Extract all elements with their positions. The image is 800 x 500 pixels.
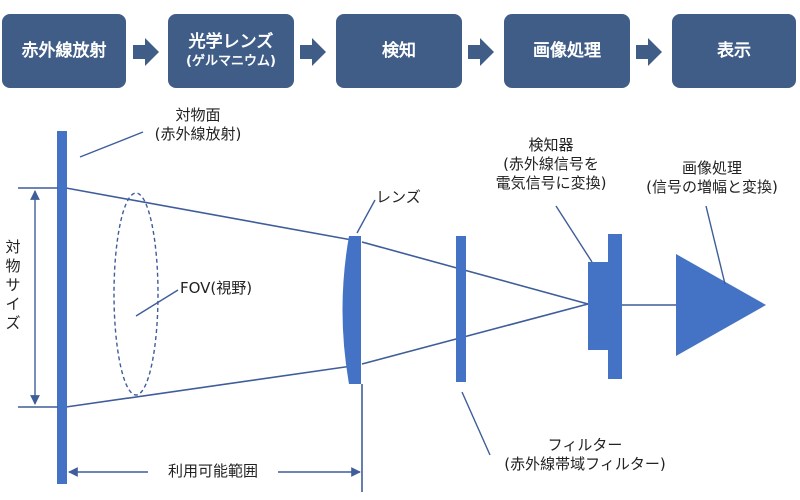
fov-ellipse [113,192,159,396]
ray-bottom-object-to-lens [65,365,353,408]
image-processing-label: 画像処理 (信号の増幅と変換) [646,159,778,196]
flow-step-label: 画像処理 [533,41,601,61]
lens-label: レンズ [376,188,421,206]
flow-arrow-icon [133,38,159,66]
object-size-label: 対物サイズ [5,238,21,332]
flow-step-label: 検知 [382,41,416,61]
flow-step-label: 光学レンズ [188,32,274,52]
flow-arrow-icon [468,38,494,66]
leader-detector [555,205,593,263]
filter [456,236,466,382]
flow-step-optical-lens: 光学レンズ (ゲルマニウム) [168,14,294,88]
flow-step-sublabel: (ゲルマニウム) [186,54,276,69]
flow-step-image-processing: 画像処理 [504,14,630,88]
leader-filter [461,391,491,456]
flow-arrow-icon [300,38,326,66]
ray-top-object-to-lens [65,187,353,241]
object-plane-label: 対物面 (赤外線放射) [154,106,242,143]
lens [342,236,361,384]
ray-top-lens-to-focus [361,241,589,305]
leader-fov [135,289,179,317]
detector-label: 検知器 (赤外線信号を 電気信号に変換) [495,136,607,192]
detector-sensor [588,262,608,350]
object-plane [57,131,67,484]
leader-processing [705,205,726,285]
fov-label: FOV(視野) [180,279,253,297]
usable-range-label: 利用可能範囲 [167,462,258,480]
flow-arrow-icon [636,38,662,66]
processing-triangle [676,254,766,356]
flow-step-label: 赤外線放射 [21,41,107,61]
detector-board [608,234,622,379]
leader-object [79,131,144,158]
leader-lens [356,199,376,234]
flow-step-infrared-emission: 赤外線放射 [2,14,126,88]
flow-step-label: 表示 [717,41,751,61]
filter-label: フィルター (赤外線帯域フィルター) [504,436,666,473]
flow-step-display: 表示 [672,14,796,88]
ray-bottom-lens-to-focus [361,303,589,365]
flow-step-detection: 検知 [336,14,462,88]
